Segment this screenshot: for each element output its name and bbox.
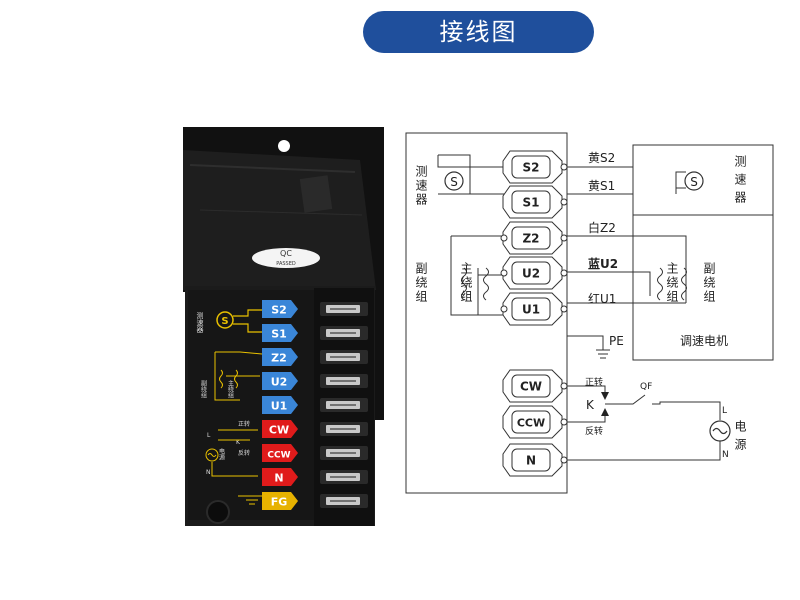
front-label-rev: 反转 [238, 449, 250, 457]
device-terminal-z2: Z2 [262, 348, 298, 366]
page-title: 接线图 [363, 11, 594, 53]
left-aux-coil [483, 267, 489, 301]
device-terminal-n: N [262, 468, 298, 486]
schematic-terminal-label: N [526, 454, 536, 468]
device-terminal-label: CW [269, 424, 289, 437]
device-terminal-label: U2 [271, 376, 288, 389]
qc-sticker [252, 248, 320, 268]
wire-label: 黄S1 [588, 179, 615, 193]
left-main-label: 主绕组 [459, 262, 473, 304]
qc-bottom-text: PASSED [276, 261, 296, 267]
device-terminal-label: S1 [271, 328, 287, 341]
schematic-terminal-label: U2 [522, 267, 540, 281]
device-terminal-label: FG [271, 496, 288, 509]
device-terminal-u2: U2 [262, 372, 298, 390]
device-terminal-ccw: CCW [262, 444, 298, 462]
speed-knob[interactable] [206, 500, 230, 524]
qc-top-text: QC [280, 249, 292, 258]
rev-label: 反转 [585, 425, 603, 437]
device-terminal-fg: FG [262, 492, 298, 510]
right-sensor-letter: S [690, 175, 698, 189]
device-terminal-label: N [274, 472, 283, 485]
device-terminal-u1: U1 [262, 396, 298, 414]
power-N-label: N [722, 450, 729, 460]
front-label-N: N [206, 469, 211, 476]
schematic-terminal-label: CW [520, 380, 542, 394]
schematic-terminal-s1: S1 [502, 185, 568, 219]
device-terminal-label: S2 [271, 304, 287, 317]
left-tacho-label: 测速器 [414, 165, 428, 207]
right-sensor-symbol [684, 171, 704, 191]
device-terminal-label: U1 [271, 400, 288, 413]
wire-label: 白Z2 [588, 220, 616, 235]
front-label-main: 主绕组 [227, 379, 234, 398]
terminal-screw[interactable] [320, 326, 368, 340]
schematic-terminal-label: Z2 [522, 232, 539, 246]
model-sticker [299, 175, 333, 213]
terminal-screw[interactable] [320, 350, 368, 364]
front-label-fwd: 正转 [238, 420, 250, 428]
terminal-screw[interactable] [320, 470, 368, 484]
qf-label: QF [640, 382, 652, 392]
schematic-terminal-n: N [502, 443, 568, 477]
left-aux-label: 副绕组 [414, 262, 428, 304]
wire-label: 红U1 [588, 291, 616, 306]
front-label-K: K [236, 439, 241, 446]
right-tacho-label: 测速器 [733, 155, 747, 209]
schematic-terminal-label: U1 [522, 303, 540, 317]
front-label-power: 电源 [218, 447, 225, 461]
right-aux-label: 副绕组 [702, 262, 716, 304]
device-terminal-s2: S2 [262, 300, 298, 318]
schematic-terminal-z2: Z2 [500, 221, 568, 255]
motor-label: 调速电机 [680, 334, 728, 348]
device-terminal-label: Z2 [271, 352, 287, 365]
terminal-screw[interactable] [320, 422, 368, 436]
device-terminal-label: CCW [267, 451, 290, 461]
terminal-screw[interactable] [320, 302, 368, 316]
front-label-aux: 副绕组 [200, 379, 207, 398]
left-sensor-letter: S [450, 175, 458, 189]
right-main-label: 主绕组 [665, 262, 679, 304]
mounting-hole [278, 140, 290, 152]
front-label-L: L [207, 432, 211, 439]
front-wiring-diagram: 测速器 S 副绕组 主绕组 正转 反转 L K N 电源 [196, 309, 263, 505]
schematic-terminal-label: CCW [517, 417, 545, 430]
svg-text:S: S [221, 316, 228, 327]
wire-label: 黄S2 [588, 151, 615, 165]
pe-label: PE [609, 334, 624, 348]
schematic-terminal-u2: U2 [500, 256, 568, 290]
right-aux-coil [681, 267, 687, 301]
fwd-label: 正转 [585, 376, 603, 388]
terminal-screw[interactable] [320, 446, 368, 460]
schematic-terminal-s2: S2 [502, 150, 568, 184]
power-L-label: L [722, 406, 727, 416]
fwd-arrow-icon [601, 392, 609, 400]
terminal-screw[interactable] [320, 494, 368, 508]
right-main-coil [657, 267, 663, 301]
device-terminal-cw: CW [262, 420, 298, 438]
rev-arrow-icon [601, 408, 609, 416]
left-sensor-symbol [444, 171, 464, 191]
power-label: 电源 [733, 420, 747, 456]
schematic-terminal-cw: CW [502, 369, 568, 403]
switch-k-label: K [586, 398, 595, 412]
device-terminal-s1: S1 [262, 324, 298, 342]
terminal-screw[interactable] [320, 374, 368, 388]
schematic-terminal-u1: U1 [500, 292, 568, 326]
schematic-terminal-label: S1 [523, 196, 540, 210]
schematic-terminal-label: S2 [523, 161, 540, 175]
right-tacho-box [632, 144, 774, 216]
left-main-coil [461, 267, 467, 301]
schematic-terminal-ccw: CCW [502, 405, 568, 439]
wire-label: 蓝U2 [588, 256, 618, 271]
terminal-screw[interactable] [320, 398, 368, 412]
front-label-tacho: 测速器 [196, 312, 204, 334]
